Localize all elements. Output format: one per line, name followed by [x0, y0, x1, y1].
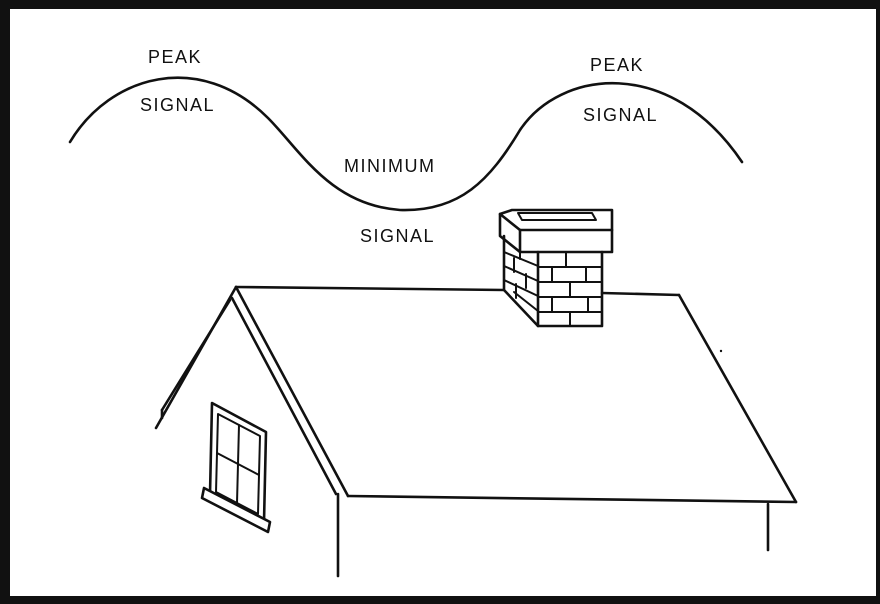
chimney	[500, 210, 612, 326]
speck	[720, 350, 722, 352]
right-peak-label-bottom: SIGNAL	[583, 106, 658, 124]
roof	[156, 287, 796, 502]
minimum-label-top: MINIMUM	[344, 157, 435, 175]
right-peak-label-top: PEAK	[590, 56, 644, 74]
attic-window	[202, 403, 270, 532]
house-walls	[162, 410, 768, 576]
left-peak-label-bottom: SIGNAL	[140, 96, 215, 114]
minimum-label-bottom: SIGNAL	[360, 227, 435, 245]
left-peak-label-top: PEAK	[148, 48, 202, 66]
